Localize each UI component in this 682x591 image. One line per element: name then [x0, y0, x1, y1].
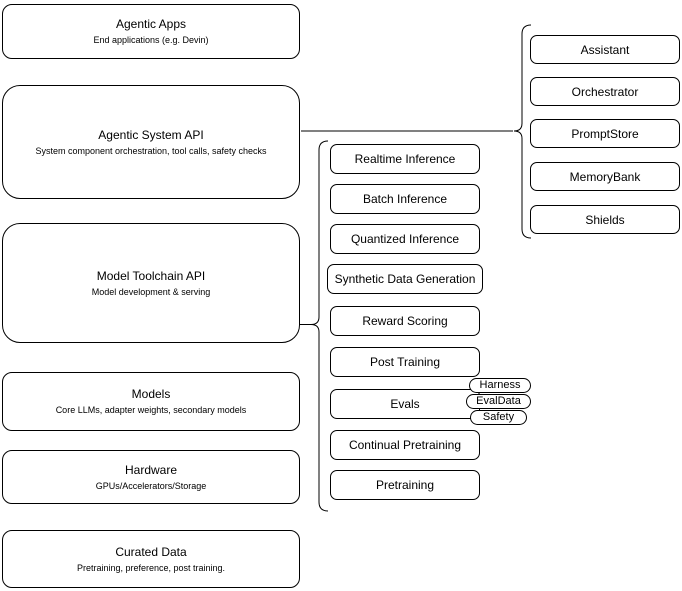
- component-assistant: Assistant: [530, 35, 680, 64]
- layer-subtitle: System component orchestration, tool cal…: [35, 145, 267, 156]
- component-orchestrator: Orchestrator: [530, 77, 680, 106]
- component-label: MemoryBank: [569, 169, 641, 184]
- toolchain-item-label: Evals: [390, 397, 420, 411]
- layer-subtitle: GPUs/Accelerators/Storage: [95, 480, 207, 491]
- layer-subtitle: Pretraining, preference, post training.: [76, 562, 226, 573]
- toolchain-item-label: Post Training: [369, 355, 441, 369]
- toolchain-item-synthetic-data-generation: Synthetic Data Generation: [327, 264, 483, 294]
- components-brace: [513, 24, 532, 239]
- layer-subtitle: End applications (e.g. Devin): [93, 35, 209, 45]
- toolchain-item-label: Batch Inference: [362, 192, 448, 206]
- layer-title: Curated Data: [115, 544, 187, 559]
- toolchain-item-evals: Evals: [330, 389, 480, 419]
- evals-tag-evaldata: EvalData: [466, 394, 531, 409]
- component-memorybank: MemoryBank: [530, 162, 680, 191]
- toolchain-brace: [310, 140, 329, 512]
- toolchain-item-label: Realtime Inference: [354, 152, 456, 166]
- layer-title: Models: [131, 387, 171, 401]
- layer-title: Agentic Apps: [115, 17, 187, 31]
- layer-subtitle: Core LLMs, adapter weights, secondary mo…: [55, 405, 247, 415]
- toolchain-item-label: Reward Scoring: [362, 314, 448, 328]
- layer-title: Model Toolchain API: [96, 268, 206, 283]
- toolchain-item-post-training: Post Training: [330, 347, 480, 377]
- component-label: Orchestrator: [571, 84, 639, 99]
- toolchain-item-quantized-inference: Quantized Inference: [330, 224, 480, 254]
- evals-tag-harness: Harness: [469, 378, 531, 393]
- evals-tag-safety: Safety: [470, 410, 527, 425]
- layer-subtitle: Model development & serving: [91, 286, 211, 297]
- component-shields: Shields: [530, 205, 680, 234]
- layer-title: Agentic System API: [98, 127, 204, 142]
- component-label: Assistant: [580, 42, 630, 57]
- toolchain-item-batch-inference: Batch Inference: [330, 184, 480, 214]
- toolchain-item-reward-scoring: Reward Scoring: [330, 306, 480, 336]
- toolchain-item-continual-pretraining: Continual Pretraining: [330, 430, 480, 460]
- layer-agentic-apps: Agentic Apps End applications (e.g. Devi…: [2, 4, 300, 59]
- component-promptstore: PromptStore: [530, 119, 680, 148]
- layer-agentic-system-api: Agentic System API System component orch…: [2, 85, 300, 199]
- layer-model-toolchain-api: Model Toolchain API Model development & …: [2, 223, 300, 343]
- toolchain-item-label: Continual Pretraining: [348, 438, 462, 452]
- layer-hardware: Hardware GPUs/Accelerators/Storage: [2, 450, 300, 504]
- toolchain-item-label: Pretraining: [375, 478, 435, 492]
- layer-curated-data: Curated Data Pretraining, preference, po…: [2, 530, 300, 588]
- toolchain-item-realtime-inference: Realtime Inference: [330, 144, 480, 174]
- toolchain-item-label: Synthetic Data Generation: [334, 272, 476, 286]
- layer-models: Models Core LLMs, adapter weights, secon…: [2, 372, 300, 431]
- layer-title: Hardware: [124, 462, 178, 477]
- toolchain-item-pretraining: Pretraining: [330, 470, 480, 500]
- component-label: Shields: [585, 212, 625, 227]
- toolchain-item-label: Quantized Inference: [350, 232, 460, 246]
- component-label: PromptStore: [571, 126, 639, 141]
